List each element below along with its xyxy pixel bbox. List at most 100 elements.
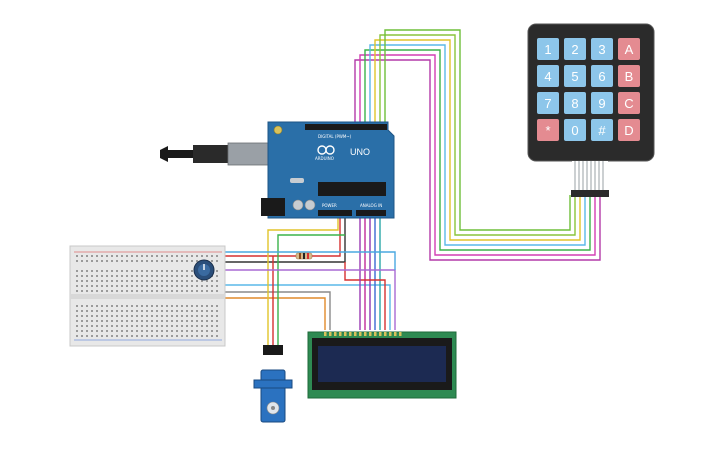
breadboard-hole (131, 280, 133, 282)
breadboard-hole (111, 325, 113, 327)
keypad-key-face (591, 92, 613, 114)
breadboard-hole (121, 305, 123, 307)
breadboard-hole (96, 290, 98, 292)
breadboard-hole (91, 260, 93, 262)
keypad-key-D[interactable]: D (618, 119, 640, 141)
keypad-key-5[interactable]: 5 (564, 65, 586, 87)
keypad-key-9[interactable]: 9 (591, 92, 613, 114)
breadboard-hole (96, 310, 98, 312)
breadboard-hole (196, 305, 198, 307)
keypad-key-face (564, 38, 586, 60)
breadboard-hole (166, 285, 168, 287)
breadboard-hole (116, 275, 118, 277)
breadboard-hole (156, 275, 158, 277)
breadboard-hole (161, 325, 163, 327)
breadboard-hole (136, 335, 138, 337)
breadboard-hole (111, 335, 113, 337)
breadboard-hole (121, 275, 123, 277)
breadboard-hole (176, 330, 178, 332)
lcd-pin (394, 332, 397, 336)
breadboard-hole (191, 275, 193, 277)
breadboard-hole (126, 310, 128, 312)
breadboard-hole (111, 305, 113, 307)
breadboard-hole (131, 330, 133, 332)
breadboard-hole (76, 290, 78, 292)
keypad-key-#[interactable]: # (591, 119, 613, 141)
breadboard-hole (86, 280, 88, 282)
breadboard-hole (101, 285, 103, 287)
lcd-16x2[interactable] (307, 331, 457, 399)
wire-purple-keypad (354, 59, 601, 261)
breadboard-hole (211, 290, 213, 292)
keypad-key-7[interactable]: 7 (537, 92, 559, 114)
breadboard-hole (161, 275, 163, 277)
breadboard-hole (181, 320, 183, 322)
wire-sky-lcd (220, 251, 396, 270)
breadboard-hole (121, 315, 123, 317)
breadboard-hole (161, 320, 163, 322)
breadboard-hole (111, 310, 113, 312)
breadboard-hole (146, 290, 148, 292)
breadboard-hole (181, 285, 183, 287)
breadboard-hole (151, 315, 153, 317)
breadboard-hole (96, 270, 98, 272)
breadboard-hole (186, 255, 188, 257)
breadboard-hole (196, 290, 198, 292)
breadboard-hole (191, 290, 193, 292)
breadboard-hole (171, 335, 173, 337)
analog-label: ANALOG IN (360, 203, 382, 208)
keypad-key-C[interactable]: C (618, 92, 640, 114)
breadboard-hole (196, 285, 198, 287)
arduino-uno-board[interactable]: UNO ARDUINO DIGITAL (PWM~) POWER ANALOG … (261, 121, 395, 219)
breadboard-hole (106, 280, 108, 282)
breadboard-hole (86, 275, 88, 277)
breadboard-hole (206, 285, 208, 287)
keypad-key-A[interactable]: A (618, 38, 640, 60)
breadboard-hole (186, 280, 188, 282)
breadboard-hole (106, 330, 108, 332)
keypad-key-4[interactable]: 4 (537, 65, 559, 87)
breadboard-hole (161, 260, 163, 262)
servo-connector (263, 345, 283, 355)
breadboard-hole (126, 315, 128, 317)
breadboard-hole (136, 285, 138, 287)
breadboard-hole (136, 255, 138, 257)
breadboard-hole (161, 255, 163, 257)
keypad-key-0[interactable]: 0 (564, 119, 586, 141)
keypad-key-6[interactable]: 6 (591, 65, 613, 87)
keypad-key-*[interactable]: * (537, 119, 559, 141)
servo-motor[interactable] (253, 345, 293, 423)
breadboard-hole (201, 305, 203, 307)
reset-button[interactable] (273, 125, 283, 135)
breadboard-hole (136, 275, 138, 277)
breadboard-hole (196, 335, 198, 337)
breadboard-hole (141, 285, 143, 287)
potentiometer[interactable] (193, 259, 215, 281)
breadboard-hole (141, 280, 143, 282)
lcd-pin (329, 332, 332, 336)
keypad-key-face (591, 38, 613, 60)
keypad-key-8[interactable]: 8 (564, 92, 586, 114)
brand-label: ARDUINO (315, 156, 334, 161)
keypad-key-1[interactable]: 1 (537, 38, 559, 60)
analog-header (356, 210, 386, 216)
breadboard-hole (136, 290, 138, 292)
keypad-key-2[interactable]: 2 (564, 38, 586, 60)
breadboard-hole (166, 310, 168, 312)
breadboard-hole (186, 260, 188, 262)
breadboard-hole (121, 260, 123, 262)
keypad-key-label: 7 (544, 96, 551, 111)
breadboard-hole (76, 270, 78, 272)
breadboard-hole (176, 320, 178, 322)
keypad-key-B[interactable]: B (618, 65, 640, 87)
breadboard-hole (86, 330, 88, 332)
breadboard-hole (161, 290, 163, 292)
breadboard-hole (201, 280, 203, 282)
breadboard-hole (211, 320, 213, 322)
breadboard-hole (96, 305, 98, 307)
keypad-key-3[interactable]: 3 (591, 38, 613, 60)
breadboard-hole (121, 290, 123, 292)
breadboard-hole (171, 275, 173, 277)
